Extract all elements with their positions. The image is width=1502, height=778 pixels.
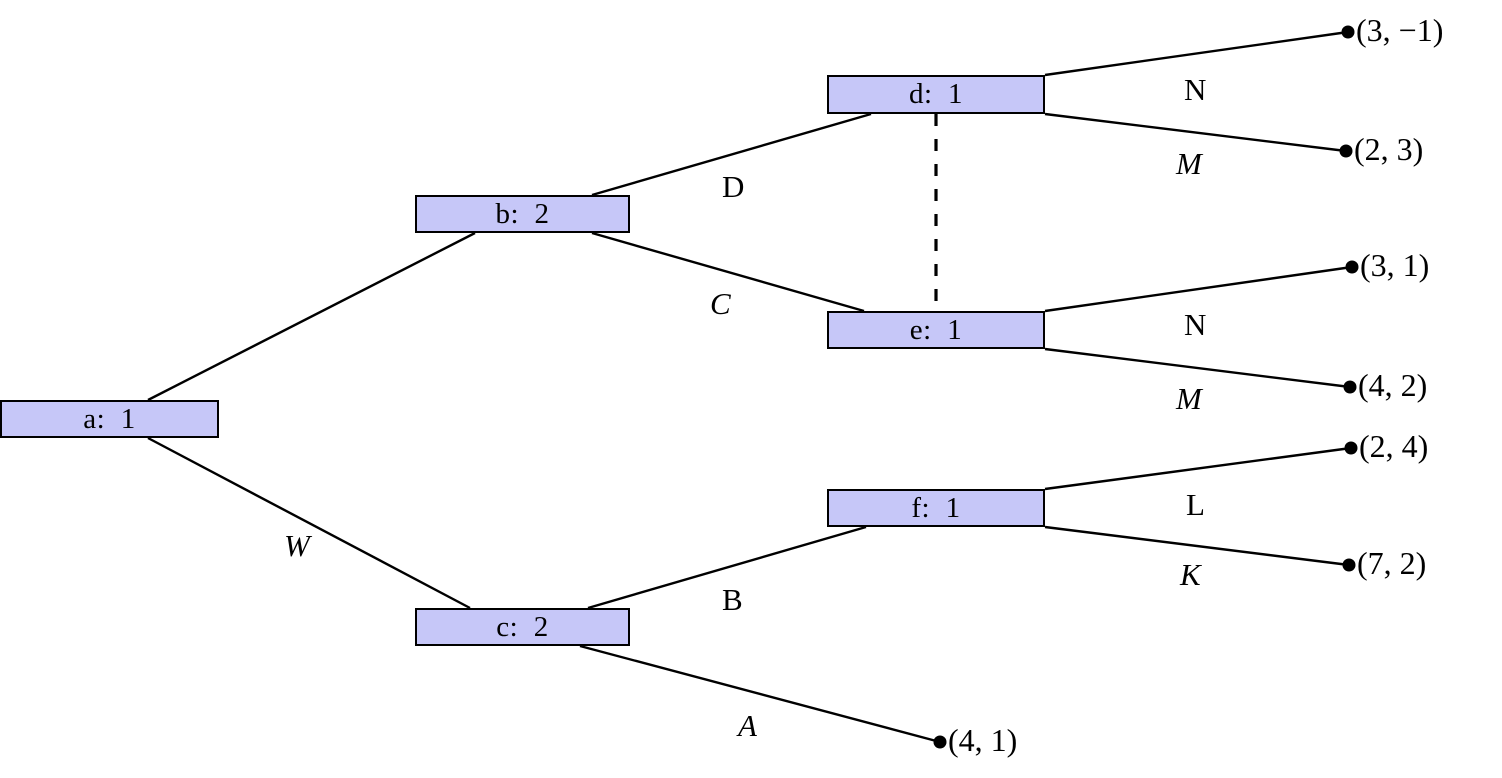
tree-edge-e-N: [1044, 265, 1353, 313]
edges-group: [147, 30, 1353, 744]
edge-action-label-M-top: M: [1176, 146, 1202, 181]
tree-edge-e-M: [1044, 347, 1351, 389]
decision-node-d[interactable]: d: 1: [827, 75, 1045, 114]
payoff-label-payoff_72: (7, 2): [1357, 545, 1427, 581]
payoff-label-payoff_23: (2, 3): [1354, 131, 1424, 167]
tree-edge-a-c: [147, 436, 471, 610]
terminal-dots-group: [933, 25, 1359, 749]
decision-node-label-c: c: 2: [496, 610, 549, 643]
edge-action-label-N-top: N: [1184, 72, 1207, 107]
edge-action-label-D: D: [722, 169, 745, 204]
decision-node-label-a: a: 1: [83, 402, 136, 435]
decision-node-label-e: e: 1: [909, 313, 963, 346]
edge-action-label-L: L: [1186, 487, 1205, 522]
decision-node-label-b: b: 2: [495, 197, 550, 230]
payoff-label-payoff_3m1: (3, −1): [1356, 12, 1444, 48]
payoff-label-payoff_42: (4, 2): [1358, 367, 1428, 403]
tree-edge-b-e: [591, 231, 865, 313]
decision-node-c[interactable]: c: 2: [415, 608, 630, 646]
decision-node-label-f: f: 1: [911, 491, 961, 524]
terminal-node-dot-payoff_23: [1339, 144, 1353, 158]
decision-node-b[interactable]: b: 2: [415, 195, 630, 233]
terminal-node-dot-payoff_72: [1342, 558, 1356, 572]
tree-edge-f-L: [1044, 446, 1352, 491]
decision-node-a[interactable]: a: 1: [0, 400, 219, 438]
payoff-label-payoff_24: (2, 4): [1359, 428, 1429, 464]
decision-node-label-d: d: 1: [908, 78, 964, 110]
edge-action-label-C: C: [710, 286, 731, 321]
edge-action-label-B: B: [722, 582, 743, 617]
tree-edge-a-b: [147, 231, 476, 402]
tree-edge-c-t7: [579, 644, 941, 744]
terminal-node-dot-payoff_42: [1343, 380, 1357, 394]
terminal-node-dot-payoff_24: [1344, 441, 1358, 455]
payoff-label-payoff_31: (3, 1): [1360, 247, 1430, 283]
edge-action-label-N-mid: N: [1184, 307, 1207, 342]
edge-action-label-K: K: [1180, 557, 1201, 592]
decision-node-f[interactable]: f: 1: [827, 489, 1045, 527]
edge-action-label-M-mid: M: [1176, 381, 1202, 416]
decision-node-e[interactable]: e: 1: [827, 311, 1045, 349]
tree-edge-d-N: [1044, 30, 1349, 77]
terminal-node-dot-payoff_3m1: [1341, 25, 1355, 39]
tree-edge-d-M: [1044, 112, 1347, 153]
terminal-node-dot-payoff_31: [1345, 260, 1359, 274]
terminal-node-dot-payoff_41: [933, 735, 947, 749]
edge-action-label-A: A: [738, 708, 757, 743]
payoff-label-payoff_41: (4, 1): [948, 722, 1018, 758]
edge-action-label-W: W: [284, 528, 310, 563]
tree-edge-c-f: [587, 525, 867, 610]
tree-edge-f-K: [1044, 525, 1350, 567]
tree-edge-b-d: [591, 112, 872, 197]
